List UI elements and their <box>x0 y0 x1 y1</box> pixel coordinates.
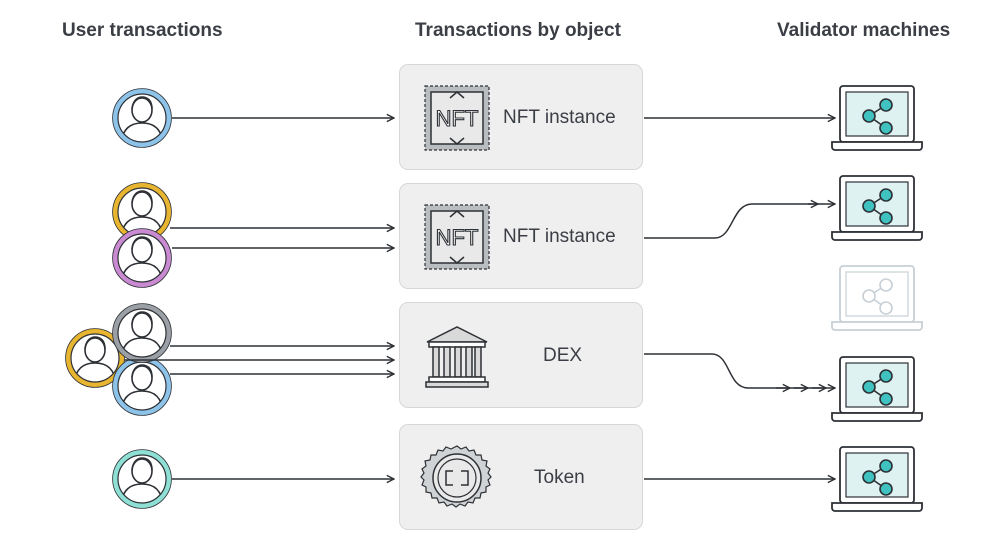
object-label-dex: DEX <box>543 345 583 366</box>
user-avatar-3 <box>112 228 172 288</box>
laptop-share-icon-inactive <box>831 265 923 331</box>
laptop-share-icon-5 <box>831 446 923 512</box>
object-label-nft-2: NFT instance <box>503 226 616 247</box>
user-avatar-6 <box>112 303 172 363</box>
object-label-token: Token <box>534 467 585 488</box>
user-transactions-title: User transactions <box>62 20 223 41</box>
arrow-dex-validator4 <box>644 353 835 388</box>
laptop-share-icon <box>831 85 923 151</box>
token-coin-icon <box>420 445 492 508</box>
nft-stamp-icon-2 <box>424 204 490 270</box>
object-label-nft-1: NFT instance <box>503 107 616 128</box>
user-avatar-4 <box>65 328 125 388</box>
arrow-nft2-validator2 <box>644 204 835 239</box>
user-avatar-7 <box>112 449 172 509</box>
bank-building-icon <box>425 326 489 388</box>
transactions-by-object-title: Transactions by object <box>415 20 621 41</box>
laptop-share-icon-2 <box>831 175 923 241</box>
laptop-share-icon-4 <box>831 356 923 422</box>
user-avatar-1 <box>112 88 172 148</box>
user-avatar-5 <box>112 356 172 416</box>
validator-machines-title: Validator machines <box>777 20 951 41</box>
object-box-nft-2: NFT instance <box>399 183 643 289</box>
nft-stamp-icon <box>424 85 490 151</box>
